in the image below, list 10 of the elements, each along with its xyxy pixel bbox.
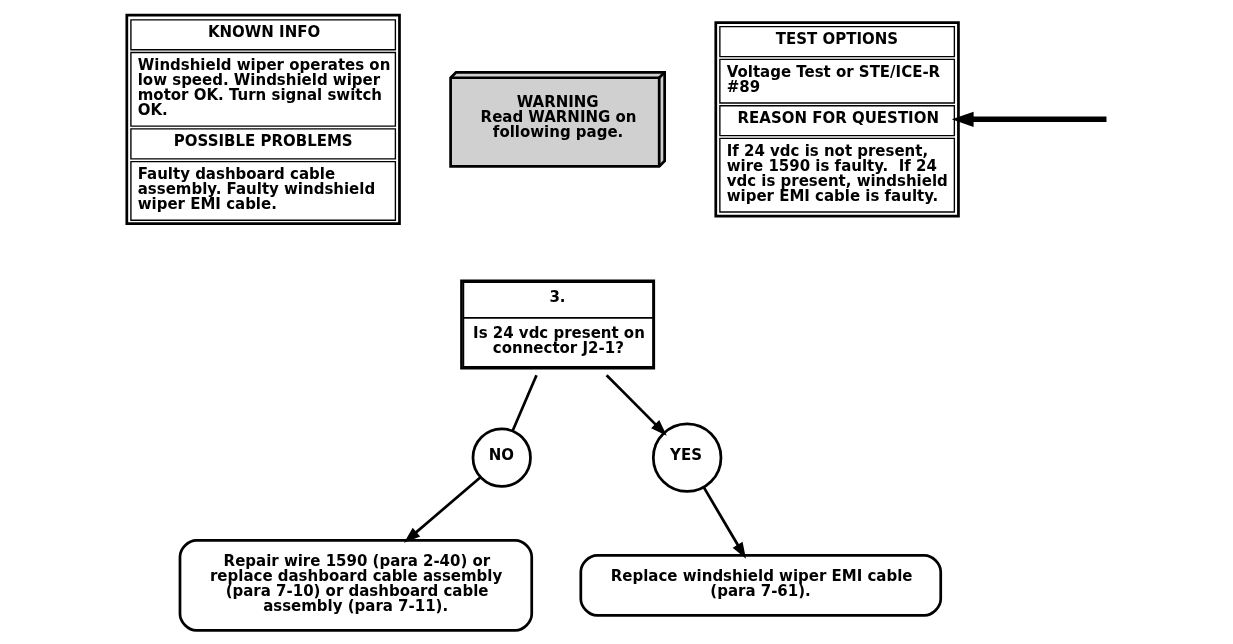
arrow bbox=[702, 486, 746, 559]
arrow bbox=[605, 374, 667, 436]
node-box: Repair wire 1590 (para 2-40) or replace dashboard cable assembly (para 7-10) or dashboard cable assembly (para 7-11). bbox=[178, 539, 534, 632]
node-box: KNOWN INFO Windshield wiper operates on low speed. Windshield wiper motor OK. Turn signal switch OK. POSSIBLE PROBLEMS Faulty dashboard cable assembly. Faulty windshield wiper EMI cable. bbox=[125, 13, 401, 225]
arrow bbox=[951, 111, 1107, 127]
connector bbox=[511, 374, 538, 432]
node-box: TEST OPTIONS Voltage Test or STE/ICE-R #89 REASON FOR QUESTION If 24 vdc is not present, wire 1590 is faulty. If 24 vdc is present, windshield wiper EMI cable is faulty. bbox=[714, 21, 960, 218]
arrow bbox=[404, 476, 482, 543]
node-box: Replace windshield wiper EMI cable (para 7-61). bbox=[579, 553, 943, 617]
node-circle: NO bbox=[471, 427, 532, 488]
